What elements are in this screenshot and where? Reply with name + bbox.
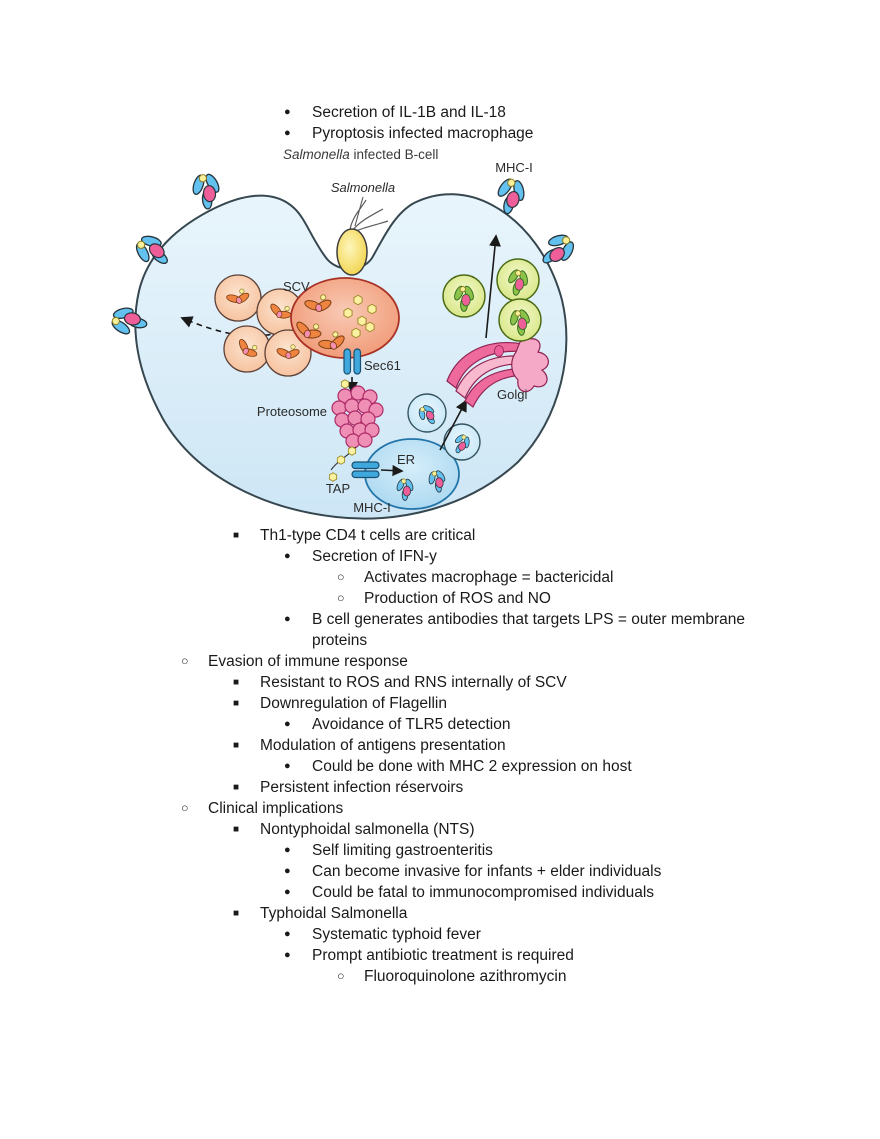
salmonella-bacterium (336, 199, 389, 276)
list-item: ■ Resistant to ROS and RNS internally of … (0, 672, 880, 693)
list-item-text: Secretion of IFN-y (312, 548, 437, 565)
list-item: ○ Fluoroquinolone azithromycin (0, 966, 880, 987)
bullet-marker: ○ (181, 801, 189, 815)
bullet-marker: ■ (233, 782, 240, 793)
list-item: ■ Typhoidal Salmonella (0, 903, 880, 924)
list-item: ■ Persistent infection réservoirs (0, 777, 880, 798)
bullet-marker: ○ (337, 591, 345, 605)
list-item-text: Activates macrophage = bactericidal (364, 569, 614, 586)
list-item: ○ Production of ROS and NO (0, 588, 880, 609)
list-item-text: Resistant to ROS and RNS internally of S… (260, 674, 567, 691)
list-item-text: Secretion of IL-1B and IL-18 (312, 104, 506, 121)
label-mhc1-bottom: MHC-I (353, 500, 391, 515)
blue-vesicles (407, 393, 481, 461)
list-item-text: Typhoidal Salmonella (260, 905, 408, 922)
list-item: ■ Downregulation of Flagellin (0, 693, 880, 714)
list-item: ● Systematic typhoid fever (0, 924, 880, 945)
list-item-text: Pyroptosis infected macrophage (312, 125, 534, 142)
bullet-marker: ○ (337, 570, 345, 584)
list-item-text: Could be done with MHC 2 expression on h… (312, 758, 632, 775)
list-item-text: Self limiting gastroenteritis (312, 842, 493, 859)
bullet-marker: ○ (181, 654, 189, 668)
bullet-marker: ■ (233, 677, 240, 688)
list-item: ○ Evasion of immune response (0, 651, 880, 672)
sec61-channel (343, 348, 362, 375)
list-item-text: Downregulation of Flagellin (260, 695, 447, 712)
list-item-text: Could be fatal to immunocompromised indi… (312, 884, 655, 901)
list-item-text: Can become invasive for infants + elder … (312, 863, 662, 880)
er-to-golgi-arrow (439, 399, 467, 451)
bullet-marker: ● (284, 928, 291, 940)
list-item-text: Fluoroquinolone azithromycin (364, 968, 567, 985)
label-proteosome: Proteosome (257, 404, 327, 419)
notes-list-bottom: ■ Th1-type CD4 t cells are critical ● Secre… (0, 525, 880, 987)
list-item: ■ Th1-type CD4 t cells are critical (0, 525, 880, 546)
bullet-marker: ■ (233, 740, 240, 751)
list-item-text: Avoidance of TLR5 detection (312, 716, 511, 733)
list-item: ○ Activates macrophage = bactericidal (0, 567, 880, 588)
bullet-marker: ● (284, 106, 291, 118)
label-er: ER (397, 452, 415, 467)
tap-channel (351, 461, 380, 479)
list-item-text: Modulation of antigens presentation (260, 737, 506, 754)
bullet-marker: ■ (233, 908, 240, 919)
label-salmonella: Salmonella (331, 180, 395, 195)
list-item-text: Persistent infection réservoirs (260, 779, 464, 796)
bullet-marker: ■ (233, 824, 240, 835)
list-item-text: Evasion of immune response (208, 653, 408, 670)
list-item: ■ Nontyphoidal salmonella (NTS) (0, 819, 880, 840)
list-item-text: Nontyphoidal salmonella (NTS) (260, 821, 475, 838)
bullet-marker: ● (284, 718, 291, 730)
bcell-diagram: MHC-I Salmonella SCV Sec61 Proteosome ER… (107, 160, 582, 520)
figure-caption: Salmonella infected B-cell (283, 147, 438, 163)
label-scv: SCV (283, 279, 310, 294)
bullet-marker: ● (284, 127, 291, 139)
golgi-to-membrane-arrow (485, 234, 501, 339)
list-item-text: Clinical implications (208, 800, 344, 817)
bullet-marker: ● (284, 865, 291, 877)
golgi-apparatus (446, 338, 549, 408)
salmonella-pointer-line (354, 196, 364, 227)
list-item: ● Pyroptosis infected macrophage (0, 123, 880, 144)
list-item: ● Could be fatal to immunocompromised ind… (0, 882, 880, 903)
list-item-text: Prompt antibiotic treatment is required (312, 947, 574, 964)
list-item-text: Production of ROS and NO (364, 590, 551, 607)
bullet-marker: ● (284, 550, 291, 562)
tap-arrow (380, 464, 404, 477)
list-item: ■ Modulation of antigens presentation (0, 735, 880, 756)
label-golgi: Golgi (497, 387, 527, 402)
list-item: ● B cell generates antibodies that target… (0, 609, 880, 651)
label-mhc1-top: MHC-I (495, 160, 533, 175)
bullet-marker: ● (284, 949, 291, 961)
bullet-marker: ● (284, 613, 291, 625)
list-item: ○ Clinical implications (0, 798, 880, 819)
list-item-text: Systematic typhoid fever (312, 926, 481, 943)
label-tap: TAP (326, 481, 350, 496)
list-item: ● Self limiting gastroenteritis (0, 840, 880, 861)
list-item: ● Can become invasive for infants + elder… (0, 861, 880, 882)
bullet-marker: ● (284, 760, 291, 772)
bullet-marker: ○ (337, 969, 345, 983)
list-item: ● Secretion of IL-1B and IL-18 (0, 102, 880, 123)
list-item-text: B cell generates antibodies that targets… (312, 611, 745, 649)
bullet-marker: ■ (233, 530, 240, 541)
caption-italic-text: Salmonella (283, 147, 350, 162)
list-item: ● Prompt antibiotic treatment is required (0, 945, 880, 966)
list-item-text: Th1-type CD4 t cells are critical (260, 527, 476, 544)
bullet-marker: ■ (233, 698, 240, 709)
list-item: ● Could be done with MHC 2 expression on … (0, 756, 880, 777)
list-item: ● Avoidance of TLR5 detection (0, 714, 880, 735)
bullet-marker: ● (284, 844, 291, 856)
proteosome (331, 385, 384, 449)
notes-list-top: ● Secretion of IL-1B and IL-18 ● Pyroptosis… (0, 102, 880, 144)
label-sec61: Sec61 (364, 358, 401, 373)
green-vesicles (442, 258, 542, 342)
bullet-marker: ● (284, 886, 291, 898)
caption-rest-text: infected B-cell (349, 147, 439, 162)
list-item: ● Secretion of IFN-y (0, 546, 880, 567)
